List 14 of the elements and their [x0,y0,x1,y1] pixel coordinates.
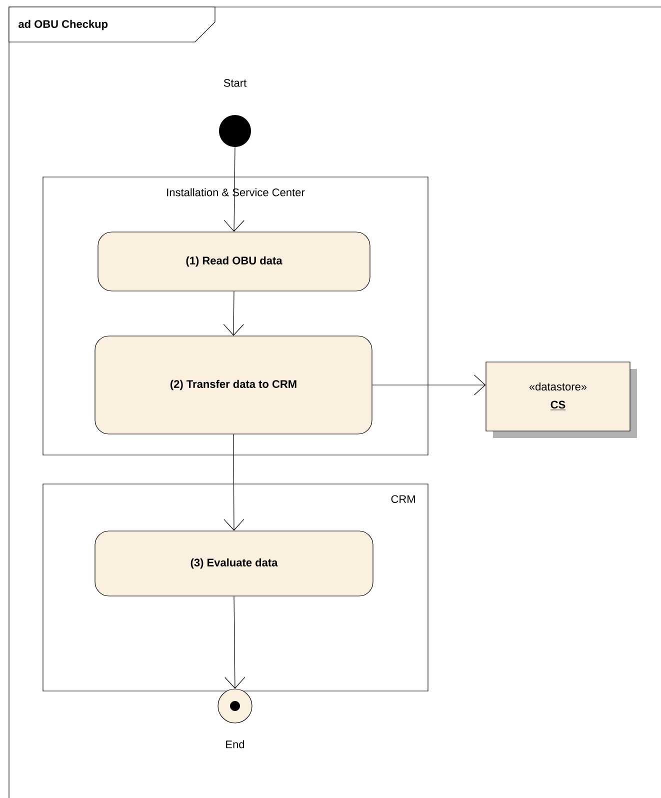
final-node [218,688,252,724]
action-box: (1) Read OBU data [98,232,370,292]
datastore-box: «datastore» CS [486,362,637,438]
title-tab: ad OBU Checkup [8,6,216,42]
node-label: Start [224,79,247,87]
node-label: End [226,740,244,748]
arrow [224,434,244,531]
arrow [372,374,486,396]
initial-node [219,115,251,147]
action-box: (3) Evaluate data [94,530,374,596]
arrow [224,596,246,689]
action-box: (2) Transfer data to CRM [94,336,372,434]
arrow [224,146,244,232]
arrow [223,291,244,336]
